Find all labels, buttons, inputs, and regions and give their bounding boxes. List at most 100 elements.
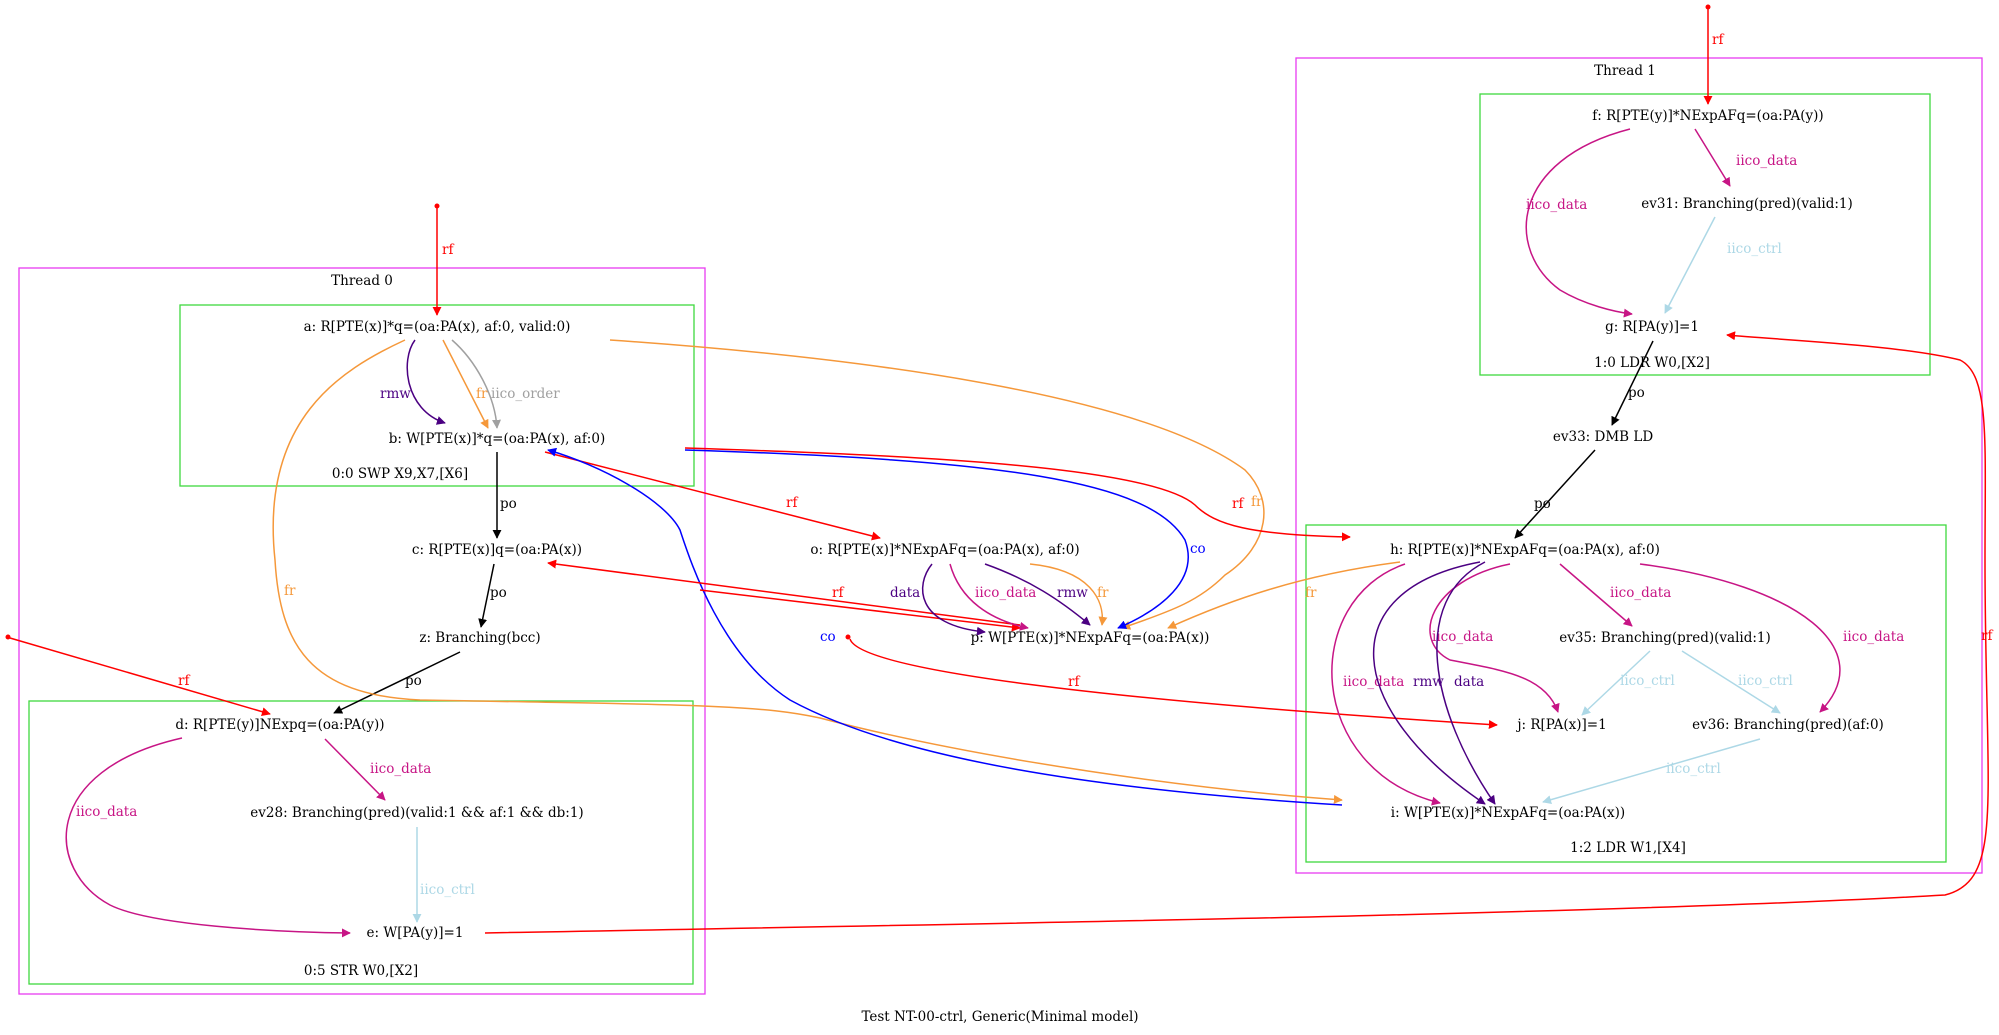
- graph-caption: Test NT-00-ctrl, Generic(Minimal model): [861, 1009, 1138, 1025]
- edge-iico-data-h-i: [1331, 563, 1441, 806]
- edge-label-iico-data-d-e: iico_data: [76, 804, 137, 820]
- edge-label-fr-o-p: fr: [1097, 585, 1109, 601]
- edge-label-rf-b-h: rf: [1232, 496, 1244, 512]
- edge-iico-data-d-ev28: [324, 738, 386, 801]
- edge-iico-data-h-ev36: [1639, 563, 1841, 713]
- edge-label-iico-data-h-ev35: iico_data: [1610, 585, 1671, 601]
- edge-label-iico-ctrl-ev36-i: iico_ctrl: [1666, 761, 1721, 777]
- edge-rf-e-g: [484, 331, 1989, 934]
- edge-co-b-p: [684, 449, 1189, 629]
- node-h: h: R[PTE(x)]*NExpAFq=(oa:PA(x), af:0): [1390, 542, 1660, 558]
- node-ev33: ev33: DMB LD: [1553, 429, 1653, 445]
- edge-rf-b-h: [684, 447, 1351, 542]
- edge-co-i-b: [547, 447, 1343, 806]
- edge-rf-b-o: [544, 451, 881, 541]
- edge-label-co-b-p: co: [1190, 541, 1206, 557]
- node-e: e: W[PA(y)]=1: [367, 925, 464, 941]
- node-o: o: R[PTE(x)]*NExpAFq=(oa:PA(x), af:0): [810, 542, 1079, 558]
- instr-1-0-box: [1479, 93, 1931, 376]
- edge-data-h-i: [1436, 561, 1496, 805]
- node-d: d: R[PTE(y)]NExpq=(oa:PA(y)): [175, 717, 384, 733]
- edge-label-rmw-a-b: rmw: [380, 386, 411, 402]
- edge-label-data-o-p: data: [890, 585, 920, 601]
- edge-label-po-z-d: po: [405, 673, 422, 689]
- init-dot-d: [5, 634, 11, 640]
- node-b: b: W[PTE(x)]*q=(oa:PA(x), af:0): [389, 431, 605, 447]
- thread-0-box: [18, 267, 706, 995]
- edge-label-iico-ctrl-ev35-j: iico_ctrl: [1620, 673, 1675, 689]
- instr-1-0-cluster: 1:0 LDR W0,[X2]: [1479, 93, 1931, 376]
- thread-0-label: Thread 0: [331, 273, 393, 289]
- edge-label-iico-data-h-j: iico_data: [1432, 629, 1493, 645]
- thread-1-label: Thread 1: [1594, 63, 1656, 79]
- edge-iico-ctrl-ev35-ev36: [1681, 650, 1781, 714]
- edge-fr-a-b: [442, 339, 489, 429]
- edges: rf rf rf rf rmw fr iico_order po po po i…: [5, 4, 1993, 938]
- instr-0-5-box: [28, 700, 694, 985]
- node-ev28: ev28: Branching(pred)(valid:1 && af:1 &&…: [250, 805, 583, 821]
- edge-label-iico-ctrl-ev28-e: iico_ctrl: [420, 882, 475, 898]
- nodes: a: R[PTE(x)]*q=(oa:PA(x), af:0, valid:0)…: [175, 108, 1883, 941]
- edge-label-iico-ctrl-ev35-ev36: iico_ctrl: [1738, 673, 1793, 689]
- edge-po-g-ev33: [1611, 340, 1654, 426]
- node-j: j: R[PA(x)]=1: [1515, 717, 1606, 733]
- edge-label-rf-init-a: rf: [442, 242, 454, 258]
- edge-label-iico-data-f-ev31: iico_data: [1736, 153, 1797, 169]
- edge-fr-a-i: [272, 339, 1343, 804]
- edge-po-z-d: [333, 651, 461, 714]
- node-c: c: R[PTE(x)]q=(oa:PA(x)): [412, 542, 582, 558]
- instr-0-5-cluster: 0:5 STR W0,[X2]: [28, 700, 694, 985]
- edge-iico-data-d-e: [65, 737, 351, 938]
- edge-label-po-b-c: po: [500, 496, 517, 512]
- init-dot-j: [845, 634, 851, 640]
- edge-label-co-i-b: co: [820, 629, 836, 645]
- instr-1-2-label: 1:2 LDR W1,[X4]: [1570, 840, 1686, 856]
- edge-label-rf-e-g: rf: [1981, 628, 1993, 644]
- edge-label-iico-data-o-p: iico_data: [975, 585, 1036, 601]
- edge-rmw-a-b: [406, 339, 446, 425]
- node-a: a: R[PTE(x)]*q=(oa:PA(x), af:0, valid:0): [304, 319, 571, 335]
- thread-1-box: [1295, 57, 1983, 874]
- edge-po-c-z: [478, 563, 495, 628]
- instr-0-0-label: 0:0 SWP X9,X7,[X6]: [332, 466, 468, 482]
- edge-iico-data-f-ev31: [1694, 128, 1731, 187]
- edge-iico-data-o-p: [949, 563, 1029, 631]
- edge-rf-p-c: [547, 559, 1021, 626]
- edge-label-iico-order-a-b: iico_order: [491, 386, 560, 402]
- edge-data-o-p: [921, 563, 986, 636]
- node-i: i: W[PTE(x)]*NExpAFq=(oa:PA(x)): [1391, 805, 1625, 821]
- edge-rmw-o-p: [984, 563, 1091, 626]
- instr-0-5-label: 0:5 STR W0,[X2]: [304, 963, 418, 979]
- init-dot-f: [1705, 4, 1711, 10]
- edge-label-iico-data-d-ev28: iico_data: [370, 761, 431, 777]
- edge-label-iico-data-f-g: iico_data: [1526, 197, 1587, 213]
- node-z: z: Branching(bcc): [419, 630, 540, 646]
- edge-rmw-h-i: [1373, 561, 1486, 805]
- edge-iico-ctrl-ev35-j: [1581, 650, 1651, 716]
- edge-label-fr-a-b: fr: [476, 386, 488, 402]
- node-ev35: ev35: Branching(pred)(valid:1): [1559, 630, 1771, 646]
- edge-label-fr-h-p: fr: [1305, 585, 1317, 601]
- edge-rf-c-p: [699, 589, 1021, 632]
- edge-fr-o-p: [1029, 563, 1108, 626]
- edge-label-po-c-z: po: [490, 585, 507, 601]
- instr-1-0-label: 1:0 LDR W0,[X2]: [1594, 355, 1710, 371]
- init-dot-a: [434, 203, 440, 209]
- edge-label-rmw-o-p: rmw: [1057, 585, 1088, 601]
- edge-label-fr-a-p: fr: [1251, 494, 1263, 510]
- node-f: f: R[PTE(y)]*NExpAFq=(oa:PA(y)): [1592, 108, 1823, 124]
- edge-label-rmw-h-i: rmw: [1413, 674, 1444, 690]
- edge-label-iico-ctrl-ev31-g: iico_ctrl: [1727, 241, 1782, 257]
- edge-label-po-ev33-h: po: [1534, 496, 1551, 512]
- edge-fr-a-p: [609, 339, 1265, 630]
- edge-label-rf-b-o: rf: [786, 495, 798, 511]
- edge-label-iico-data-h-i: iico_data: [1343, 674, 1404, 690]
- instr-1-2-cluster: 1:2 LDR W1,[X4]: [1305, 524, 1947, 863]
- edge-iico-order-a-b: [451, 339, 501, 429]
- instr-1-2-box: [1305, 524, 1947, 863]
- edge-label-rf-init-d: rf: [178, 673, 190, 689]
- edge-po-ev33-h: [1514, 449, 1596, 539]
- edge-fr-h-p: [1167, 561, 1401, 629]
- edge-iico-data-h-ev35: [1559, 563, 1633, 627]
